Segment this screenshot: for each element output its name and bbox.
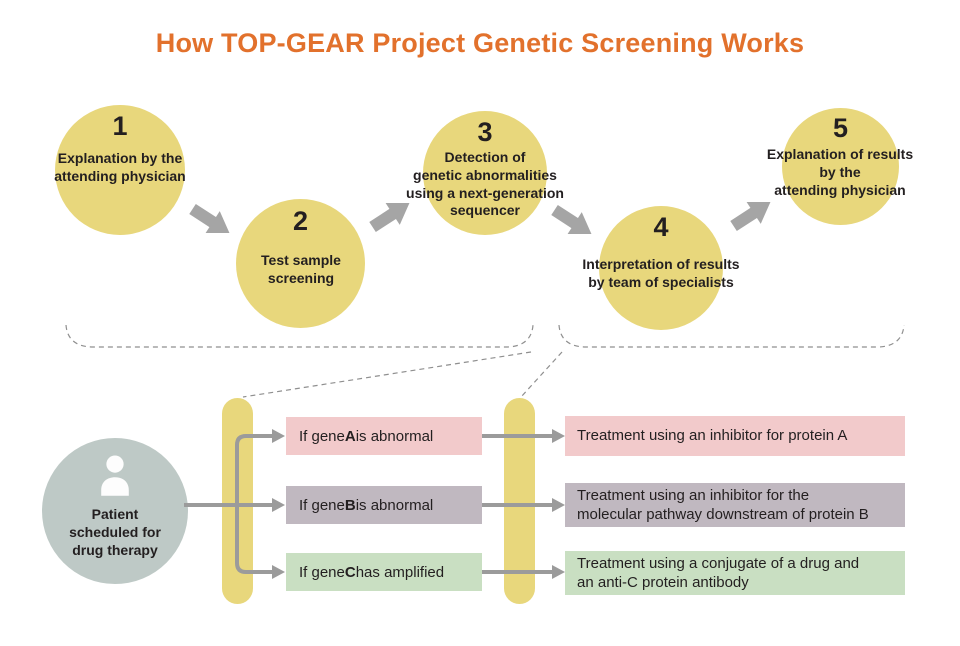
arrowhead-gene-a (272, 429, 285, 443)
dashed-pointer-left (242, 351, 532, 398)
condition-suffix: is abnormal (355, 427, 434, 445)
arrowhead-treatment-a (552, 429, 565, 443)
condition-suffix: has amplified (355, 563, 445, 581)
treatment-box-a: Treatment using an inhibitor for protein… (565, 416, 905, 456)
step-label-2: Test sample screening (261, 252, 341, 286)
arrowhead-treatment-b (552, 498, 565, 512)
step-label-3: Detection of genetic abnormalities using… (406, 149, 564, 219)
step-number-1: 1 (112, 111, 128, 141)
step-number-5: 5 (832, 113, 849, 143)
treatment-text-b: Treatment using an inhibitor for the mol… (577, 486, 869, 524)
gene-letter-c: C (344, 563, 356, 581)
step-label-5: Explanation of results by the attending … (766, 146, 914, 198)
patient-circle: Patient scheduled for drug therapy (42, 438, 188, 584)
gene-letter-b: B (344, 496, 356, 514)
person-icon (101, 455, 129, 496)
flow-arrow-1-2 (189, 203, 230, 233)
condition-prefix: If gene (299, 427, 345, 445)
step-circle-3 (423, 111, 547, 235)
dashed-brace-left (65, 324, 534, 348)
patient-label: Patient scheduled for drug therapy (69, 506, 161, 558)
gene-test-pill (222, 398, 253, 604)
step-number-2: 2 (292, 206, 309, 236)
treatment-box-b: Treatment using an inhibitor for the mol… (565, 483, 905, 527)
step-label-1: Explanation by the attending physician (54, 150, 186, 184)
treatment-box-c: Treatment using a conjugate of a drug an… (565, 551, 905, 595)
step-circle-2 (236, 199, 365, 328)
step-circle-1 (55, 105, 185, 235)
treatment-text-a: Treatment using an inhibitor for protein… (577, 427, 848, 445)
arrowhead-gene-c (272, 565, 285, 579)
step-circle-5 (782, 108, 899, 225)
page-title: How TOP-GEAR Project Genetic Screening W… (155, 28, 805, 58)
gene-letter-a: A (344, 427, 356, 445)
condition-prefix: If gene (299, 496, 345, 514)
step-number-4: 4 (653, 212, 669, 242)
condition-prefix: If gene (299, 563, 345, 581)
treatment-pill (504, 398, 535, 604)
treatment-text-c: Treatment using a conjugate of a drug an… (577, 554, 860, 592)
arrowhead-gene-b (272, 498, 285, 512)
condition-box-gene-c: If gene C has amplified (286, 553, 482, 591)
dashed-pointer-right (520, 351, 563, 398)
arrowhead-treatment-c (552, 565, 565, 579)
step-circle-4 (599, 206, 723, 330)
condition-suffix: is abnormal (355, 496, 434, 514)
step-number-3: 3 (477, 117, 493, 147)
dashed-brace-right (558, 324, 905, 348)
condition-box-gene-b: If gene B is abnormal (286, 486, 482, 524)
step-label-4: Interpretation of results by team of spe… (582, 256, 740, 290)
condition-box-gene-a: If gene A is abnormal (286, 417, 482, 455)
